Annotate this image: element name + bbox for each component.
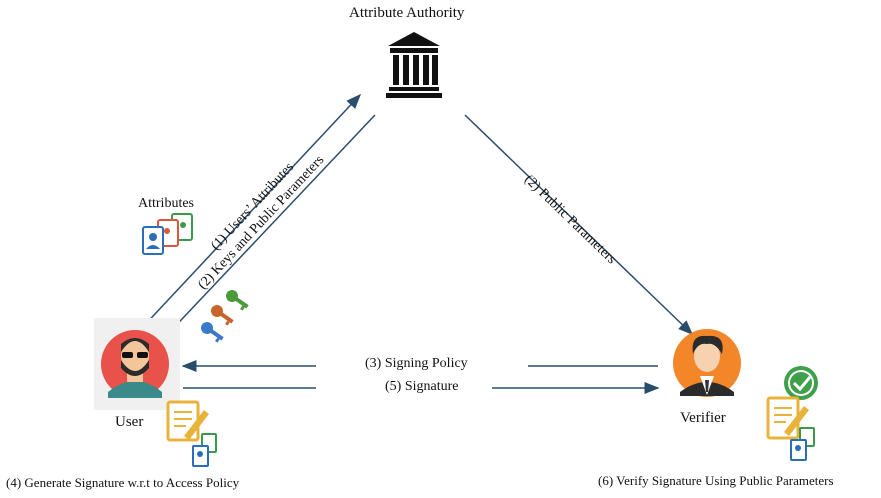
verifier-step-caption: (6) Verify Signature Using Public Parame… bbox=[598, 473, 834, 488]
authority-title: Attribute Authority bbox=[349, 5, 465, 21]
institution-icon bbox=[386, 32, 442, 98]
arrow-user-to-authority bbox=[139, 93, 362, 331]
user-label: User bbox=[115, 414, 144, 430]
user-step-caption: (4) Generate Signature w.r.t to Access P… bbox=[6, 475, 240, 490]
signing-document-icon bbox=[166, 400, 217, 467]
verifier-avatar-icon bbox=[673, 329, 741, 397]
edge-label-signing-policy: (3) Signing Policy bbox=[365, 356, 468, 371]
arrow-authority-to-user bbox=[163, 114, 376, 339]
verified-document-icon bbox=[766, 366, 818, 461]
keys-icon bbox=[201, 290, 249, 343]
arrow-authority-to-verifier bbox=[464, 114, 694, 336]
attributes-id-cards-icon bbox=[142, 213, 193, 255]
edge-label-signature: (5) Signature bbox=[385, 379, 459, 394]
user-avatar-icon bbox=[94, 318, 180, 410]
attributes-label: Attributes bbox=[138, 196, 194, 211]
verifier-label: Verifier bbox=[680, 410, 726, 426]
